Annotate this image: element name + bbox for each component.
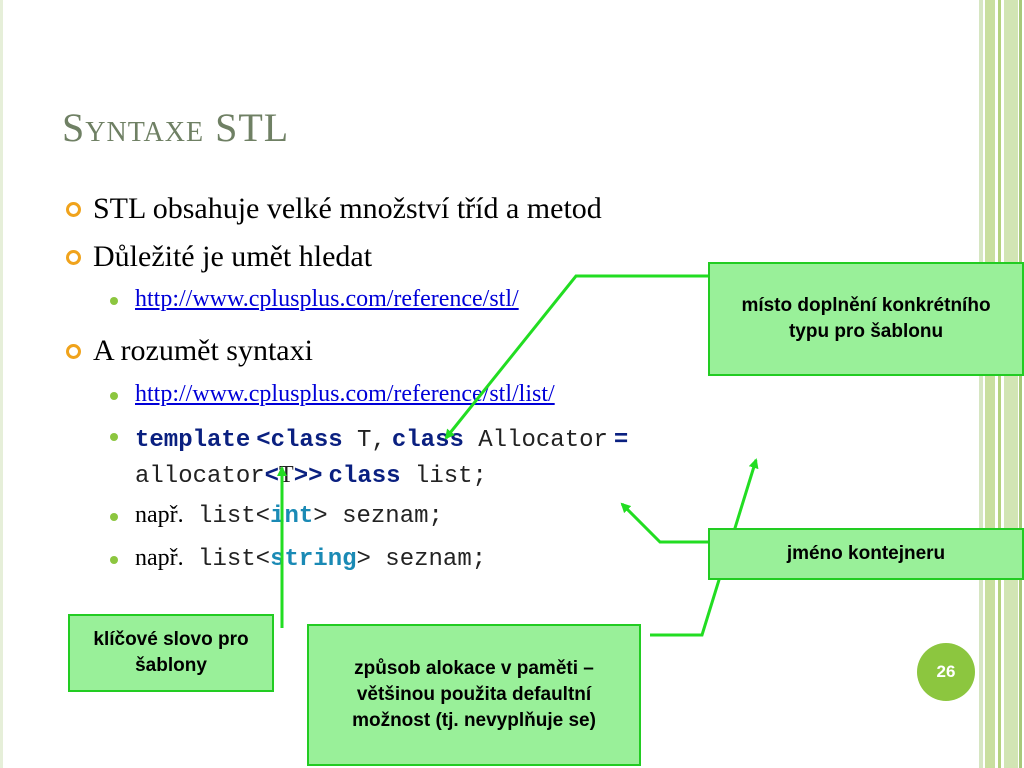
code-type-param: T, bbox=[342, 427, 386, 454]
bullet-dot-icon bbox=[110, 297, 118, 305]
code-line-1: template <class T, class Allocator = bbox=[135, 422, 628, 458]
code-allocator-param: Allocator bbox=[463, 427, 608, 454]
callout-allocation: způsob alokace v paměti – většinou použi… bbox=[307, 624, 641, 766]
code-variable: > seznam; bbox=[356, 546, 487, 573]
bullet-text: A rozumět syntaxi bbox=[93, 334, 313, 367]
bullet-dot-icon bbox=[110, 513, 118, 521]
code-allocator-default: allocator bbox=[135, 463, 265, 490]
callout-container-name: jméno kontejneru bbox=[708, 528, 1024, 580]
arrow-type-placeholder bbox=[444, 274, 708, 440]
code-keyword-class: class bbox=[328, 463, 401, 490]
callout-type-placeholder: místo doplnění konkrétního typu pro šabl… bbox=[708, 262, 1024, 376]
bullet-text: Důležité je umět hledat bbox=[93, 240, 373, 273]
page-title: Syntaxe STL bbox=[62, 105, 290, 150]
frame-decoration bbox=[1019, 0, 1022, 768]
link-stl-list-reference[interactable]: http://www.cplusplus.com/reference/stl/l… bbox=[135, 381, 555, 407]
code-list: list< bbox=[183, 546, 271, 573]
frame-decoration bbox=[985, 0, 995, 768]
code-keyword-template: template bbox=[135, 427, 251, 454]
code-line-2: allocator<T>> class list; bbox=[135, 458, 628, 494]
callout-template-keyword: klíčové slovo pro šablony bbox=[68, 614, 274, 692]
arrow-allocation bbox=[650, 458, 759, 637]
bullet-circle-icon bbox=[66, 250, 81, 265]
frame-decoration bbox=[0, 0, 3, 768]
bullet-dot-icon bbox=[110, 433, 118, 441]
bullet-text: STL obsahuje velké množství tříd a metod bbox=[93, 192, 602, 225]
code-angle: < bbox=[264, 463, 280, 490]
page-number-badge: 26 bbox=[917, 643, 975, 701]
example-prefix: např. bbox=[135, 502, 184, 528]
frame-decoration bbox=[998, 0, 1001, 768]
code-example: např. list<string> seznam; bbox=[135, 545, 486, 573]
code-type-int: int bbox=[270, 503, 314, 530]
bullet-circle-icon bbox=[66, 202, 81, 217]
bullet-dot-icon bbox=[110, 556, 118, 564]
code-variable: > seznam; bbox=[313, 503, 443, 530]
code-list: list< bbox=[183, 503, 271, 530]
bullet-dot-icon bbox=[110, 392, 118, 400]
arrow-container-name bbox=[620, 502, 708, 544]
code-type-string: string bbox=[270, 546, 357, 573]
code-keyword-class: <class bbox=[256, 427, 343, 454]
code-equals: = bbox=[613, 427, 629, 454]
frame-decoration bbox=[979, 0, 983, 768]
code-angle: >> bbox=[293, 463, 323, 490]
code-template-declaration: template <class T, class Allocator = all… bbox=[135, 422, 628, 494]
code-list-name: list; bbox=[400, 463, 487, 490]
example-prefix: např. bbox=[135, 545, 184, 571]
link-stl-reference[interactable]: http://www.cplusplus.com/reference/stl/ bbox=[135, 286, 519, 312]
code-example: např. list<int> seznam; bbox=[135, 502, 443, 530]
bullet-circle-icon bbox=[66, 344, 81, 359]
